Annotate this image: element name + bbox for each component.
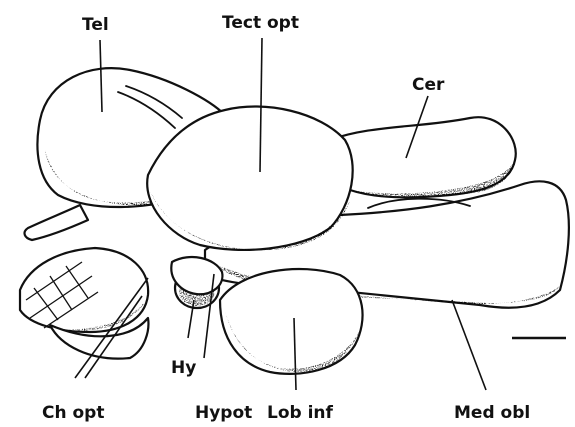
label-cer: Cer <box>412 75 445 95</box>
cerebellum-shape <box>324 117 515 197</box>
label-lob-inf: Lob inf <box>267 403 334 423</box>
olfactory-tract-shape <box>25 205 88 240</box>
inferior-lobe-shape <box>220 269 363 374</box>
label-med-obl: Med obl <box>454 403 530 423</box>
label-hy: Hy <box>171 358 196 378</box>
label-tect-opt: Tect opt <box>222 13 299 33</box>
leader-med-obl <box>452 300 486 390</box>
label-tel: Tel <box>82 15 109 35</box>
label-ch-opt: Ch opt <box>42 403 104 423</box>
label-hypot: Hypot <box>195 403 252 423</box>
